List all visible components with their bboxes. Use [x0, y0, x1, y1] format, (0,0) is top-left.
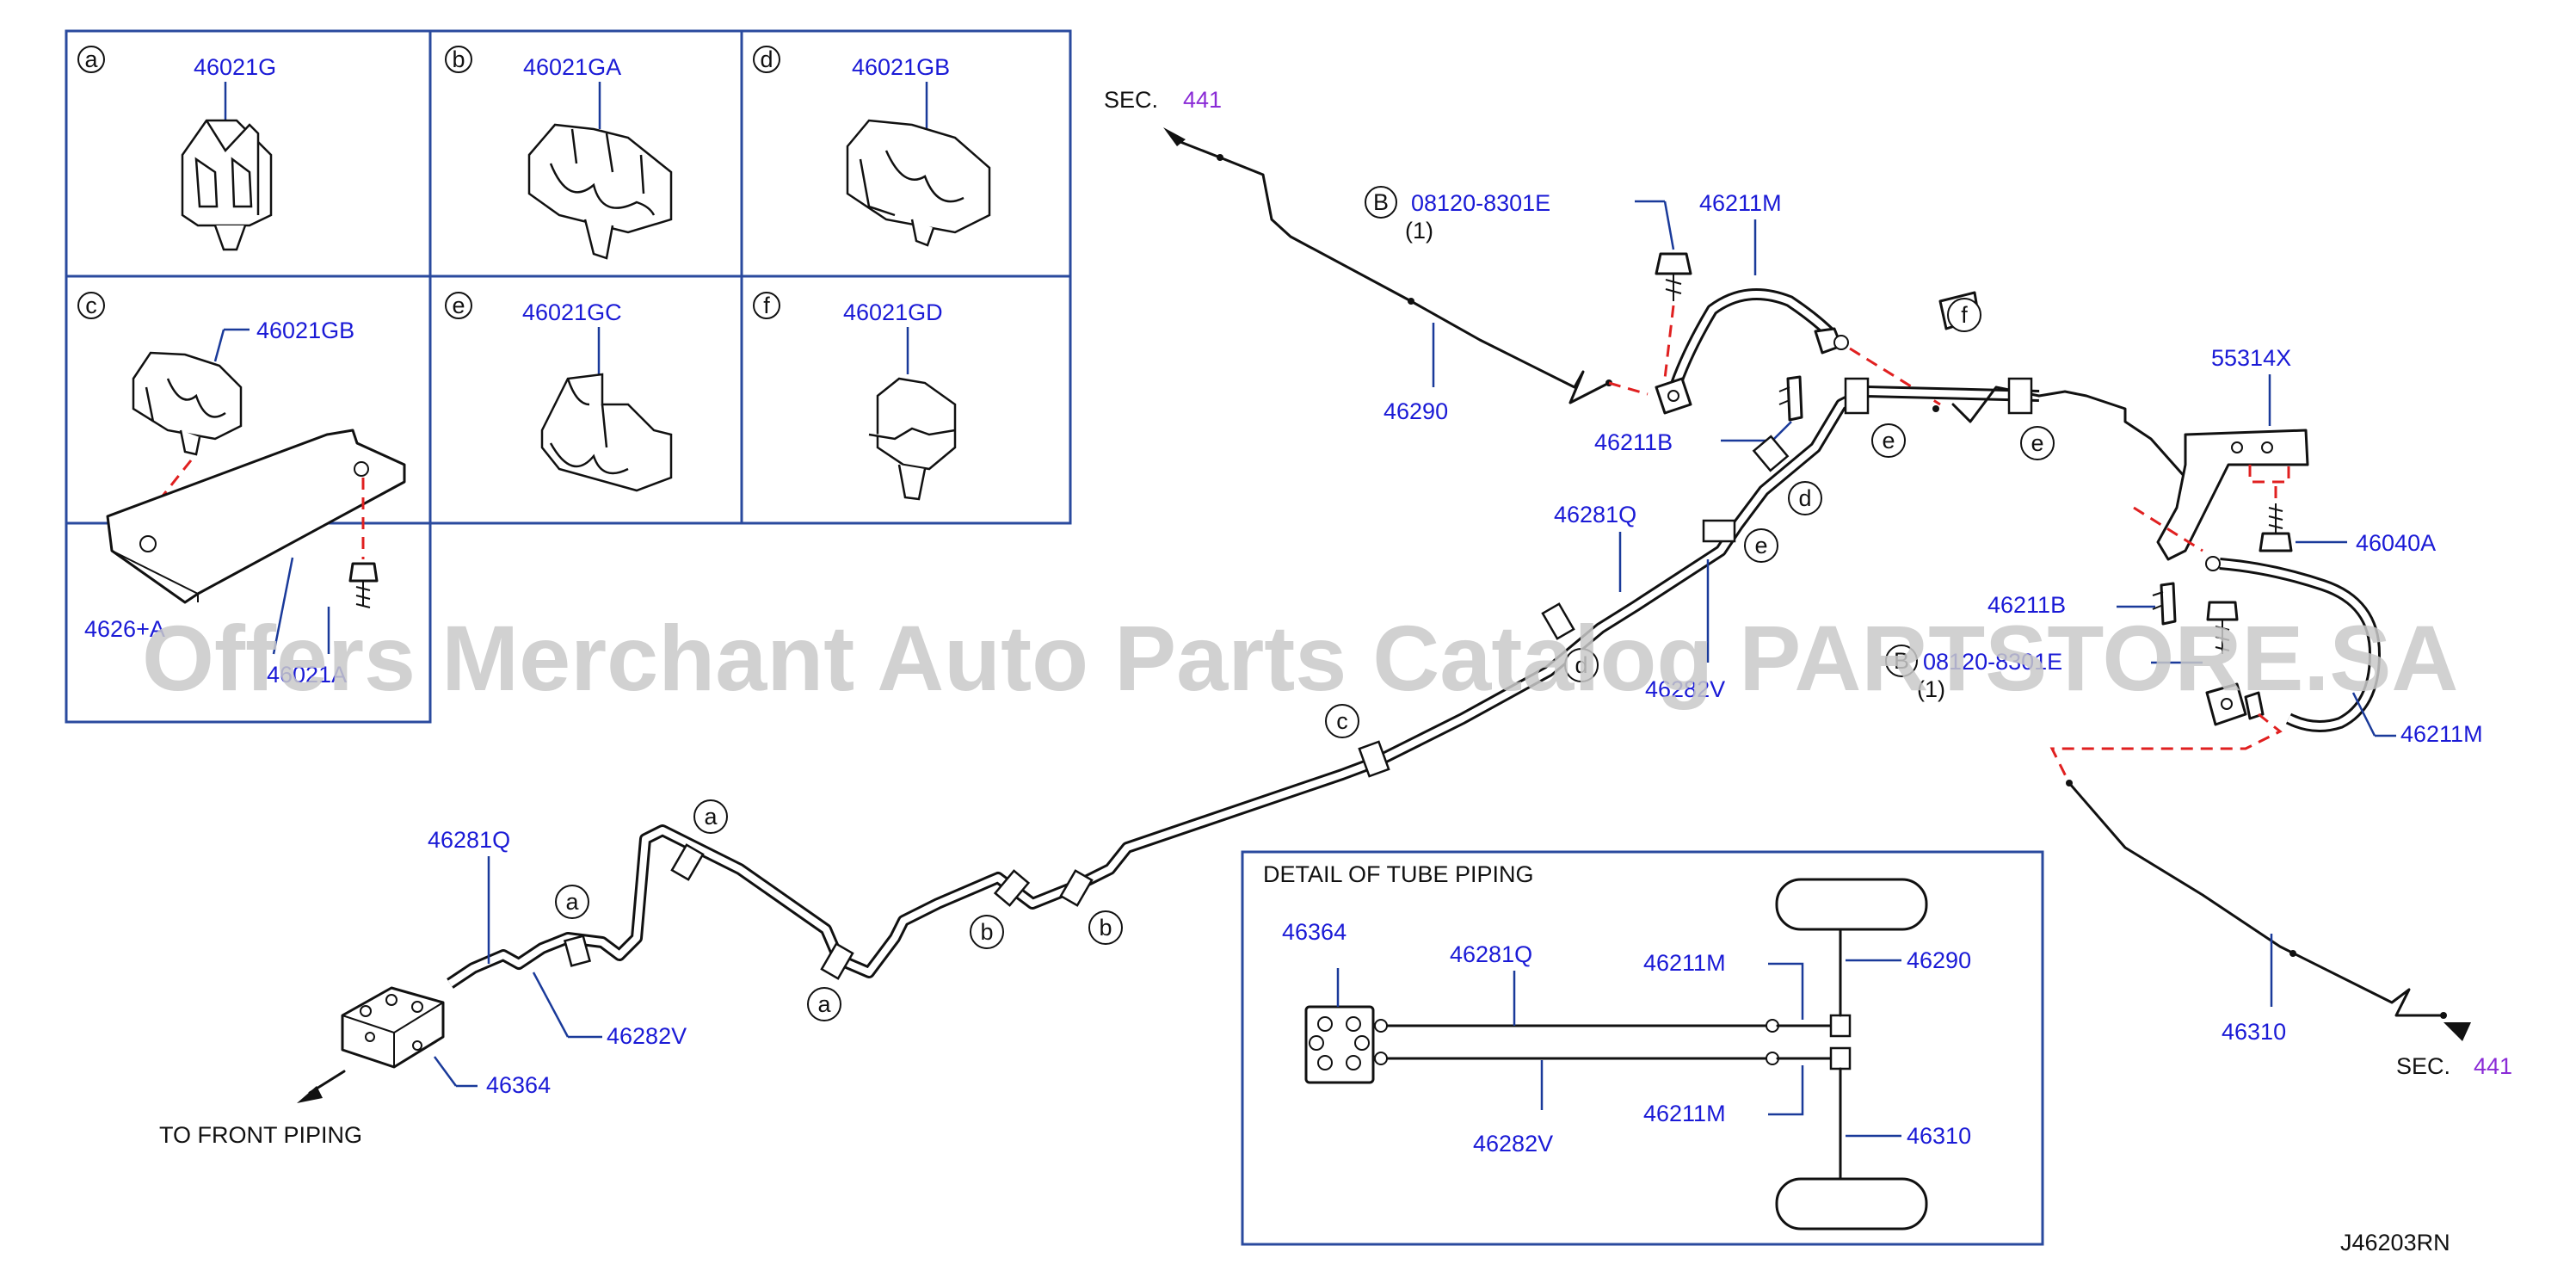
inset-b-part-label: 46021GA — [523, 54, 621, 80]
inset-c[interactable]: c 46021GB 4626+A 46021A — [77, 292, 406, 688]
label-46211m-top: 46211M — [1699, 190, 1782, 216]
clip-46021g-drawing — [181, 119, 273, 251]
callout-e2: e — [1882, 428, 1895, 453]
inset-grid — [65, 29, 1072, 724]
inset-c-extra-part-2: 46021A — [267, 662, 347, 688]
sec-top-number: 441 — [1183, 87, 1222, 113]
callout-d1: d — [1575, 652, 1587, 678]
clip-46021gc-drawing — [540, 373, 673, 492]
callout-b2: b — [1099, 915, 1112, 941]
clip-46021ga-drawing — [527, 123, 673, 260]
tube-46282v-left[interactable]: 46282V — [532, 972, 687, 1049]
detail-title: DETAIL OF TUBE PIPING — [1263, 861, 1534, 887]
bolt-b-top[interactable]: B 08120-8301E (1) — [1365, 186, 1692, 379]
detail-box: DETAIL OF TUBE PIPING 46364 46281Q 46282… — [1241, 850, 2044, 1246]
label-46211b-mid: 46211B — [1987, 592, 2066, 618]
callout-c: c — [1336, 708, 1348, 734]
watermark: Offers Merchant Auto Parts Catalog PARTS… — [142, 606, 2458, 710]
detail-upper-hose: 46211M — [1643, 950, 1726, 976]
detail-upper-tube: 46281Q — [1450, 941, 1532, 967]
bracket-55314x[interactable]: 55314X — [2133, 345, 2309, 561]
sec-top-prefix: SEC. — [1104, 87, 1158, 113]
label-46211m-right: 46211M — [2400, 721, 2483, 747]
bolt-mid-qty: (1) — [1917, 676, 1945, 702]
callout-a1: a — [704, 804, 718, 830]
bolt-b-mid[interactable]: B 08120-8301E (1) — [1885, 601, 2239, 702]
clip-46211b-mid[interactable]: 46211B — [1987, 582, 2177, 626]
inset-e-part-label: 46021GC — [522, 299, 622, 325]
label-46364: 46364 — [486, 1072, 551, 1098]
inset-c-letter: c — [85, 293, 97, 318]
inset-e[interactable]: e 46021GC — [445, 292, 673, 492]
brake-line-46310[interactable]: 46310 — [2066, 780, 2471, 1045]
sec-441-bottom[interactable]: SEC. 441 — [2396, 1053, 2512, 1079]
to-front-piping: TO FRONT PIPING — [159, 1122, 362, 1148]
inset-c-extra-part-1: 4626+A — [84, 616, 165, 642]
callout-a2: a — [565, 889, 579, 915]
inset-c-part-label: 46021GB — [256, 318, 354, 343]
inset-a-letter: a — [84, 46, 98, 72]
clip-46021gd-drawing — [868, 377, 957, 501]
inset-a[interactable]: a 46021G — [77, 46, 276, 251]
sec-bottom-prefix: SEC. — [2396, 1053, 2450, 1079]
brake-line-46290[interactable]: 46290 — [1179, 140, 1649, 424]
label-46211b-top: 46211B — [1594, 429, 1673, 455]
detail-upper-line: 46290 — [1907, 947, 1971, 973]
inset-a-part-label: 46021G — [194, 54, 276, 80]
label-55314x: 55314X — [2211, 345, 2291, 371]
sec-441-top[interactable]: SEC. 441 — [1104, 87, 1222, 146]
callout-b1: b — [980, 919, 993, 945]
callout-e1: e — [1754, 533, 1767, 558]
svg-text:46282V: 46282V — [1645, 676, 1725, 702]
bolt-top-symbol: B — [1373, 189, 1389, 215]
inset-f-part-label: 46021GD — [843, 299, 943, 325]
hose-46211m-right[interactable]: 46211M — [2049, 556, 2483, 784]
callout-e3: e — [2031, 430, 2043, 456]
inset-d-letter: d — [760, 46, 773, 72]
inset-f-letter: f — [763, 293, 770, 318]
detail-lower-hose: 46211M — [1643, 1101, 1726, 1126]
diagram-code: J46203RN — [2340, 1230, 2450, 1255]
inset-e-letter: e — [452, 293, 465, 318]
callout-d2: d — [1798, 485, 1811, 511]
detail-lower-line: 46310 — [1907, 1123, 1971, 1149]
label-46290: 46290 — [1384, 398, 1448, 424]
bolt-46040a[interactable]: 46040A — [2259, 486, 2436, 556]
bolt-top-part: 08120-8301E — [1411, 190, 1550, 216]
bolt-top-qty: (1) — [1405, 218, 1433, 244]
bolt-mid-symbol: B — [1894, 648, 1909, 674]
label-46310: 46310 — [2222, 1019, 2286, 1045]
inset-d[interactable]: d 46021GB — [753, 46, 991, 247]
inset-f[interactable]: f 46021GD — [753, 292, 957, 501]
clip-46021gb-drawing — [846, 119, 991, 247]
clip-46021gb-c-drawing — [132, 351, 243, 456]
detail-connector-label: 46364 — [1282, 919, 1347, 945]
clip-callouts[interactable]: a a a b b c d d e e e f — [555, 298, 2055, 1021]
bolt-mid-part: 08120-8301E — [1923, 649, 2062, 675]
label-46040a: 46040A — [2356, 530, 2436, 556]
detail-lower-tube: 46282V — [1473, 1131, 1553, 1157]
label-46282v-upper: 46282V — [1645, 559, 1725, 702]
label-46282v-left: 46282V — [607, 1023, 687, 1049]
label-46281q-left: 46281Q — [428, 827, 510, 853]
sec-bottom-number: 441 — [2474, 1053, 2512, 1079]
bolt-c-drawing — [348, 562, 379, 608]
inset-b-letter: b — [452, 46, 465, 72]
callout-a3: a — [817, 991, 831, 1017]
connector-46364[interactable]: 46364 — [297, 986, 551, 1103]
inset-d-part-label: 46021GB — [852, 54, 950, 80]
bracket-c-drawing — [106, 429, 406, 604]
inset-b[interactable]: b 46021GA — [445, 46, 673, 260]
svg-text:46281Q: 46281Q — [1554, 502, 1636, 527]
clip-46211b-top[interactable]: 46211B — [1594, 375, 1803, 455]
callout-f: f — [1961, 302, 1968, 328]
tube-46281q-left[interactable]: 46281Q — [428, 827, 510, 964]
label-46281q-upper: 46281Q — [1554, 502, 1636, 592]
